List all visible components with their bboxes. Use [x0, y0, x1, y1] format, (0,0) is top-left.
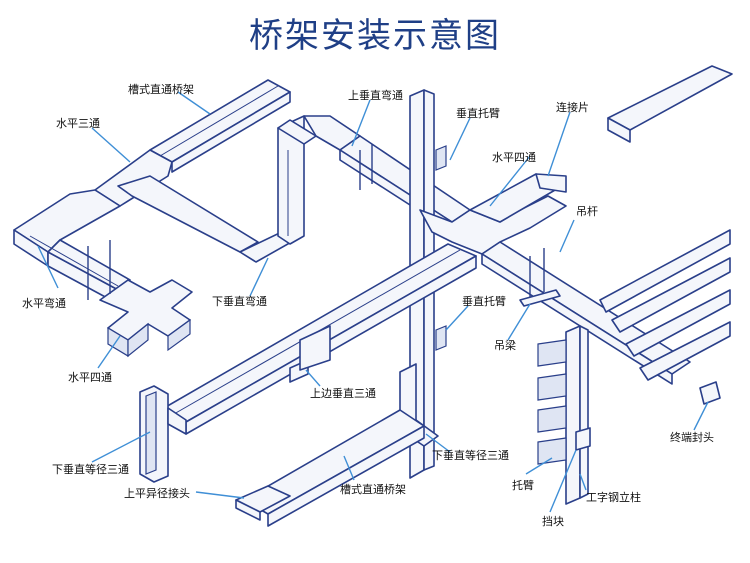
upper-vertical-elbow: [303, 115, 471, 233]
label-lower-equal-tee-left: 下垂直等径三通: [52, 463, 129, 476]
label-upper-vertical-elbow: 上垂直弯通: [348, 89, 403, 102]
end-cap: [699, 381, 721, 405]
label-trough-straight-bottom: 槽式直通桥架: [340, 483, 406, 496]
label-connector-plate: 连接片: [556, 101, 589, 114]
horizontal-elbow: [13, 189, 131, 307]
label-trough-straight-top: 槽式直通桥架: [128, 83, 194, 96]
label-horizontal-cross-right: 水平四通: [492, 151, 536, 164]
label-lower-equal-tee-right: 下垂直等径三通: [432, 449, 509, 462]
upper-vertical-tee: [289, 325, 331, 383]
diagram-title: 桥架安装示意图: [249, 16, 501, 56]
horizontal-cross-right: [359, 144, 567, 255]
label-horizontal-tee: 水平三通: [56, 117, 100, 130]
i-beam-column: [537, 325, 591, 505]
label-hanger-rod: 吊杆: [576, 205, 598, 218]
rear-trays: [599, 65, 733, 381]
lower-equal-tee-left: [139, 385, 187, 483]
trough-straight-tray-top: [149, 79, 291, 173]
label-stopper-block: 挡块: [542, 515, 564, 528]
label-lower-vertical-elbow: 下垂直弯通: [212, 295, 267, 308]
label-end-cap: 终端封头: [670, 431, 714, 444]
label-upper-reducer: 上平异径接头: [124, 487, 190, 500]
upper-reducer: [235, 485, 291, 521]
horizontal-cross-left: [87, 240, 193, 358]
label-support-arm: 托臂: [512, 479, 534, 492]
label-horizontal-elbow: 水平弯通: [22, 297, 66, 310]
label-vertical-bracket-top: 垂直托臂: [456, 107, 500, 120]
label-horizontal-cross-left: 水平四通: [68, 371, 112, 384]
leader-lines: [37, 91, 709, 513]
label-hanger-beam: 吊梁: [494, 339, 516, 352]
label-vertical-bracket-mid: 垂直托臂: [462, 295, 506, 308]
label-upper-vertical-tee: 上边垂直三通: [310, 387, 376, 400]
label-i-beam-column: 工字钢立柱: [586, 491, 641, 504]
